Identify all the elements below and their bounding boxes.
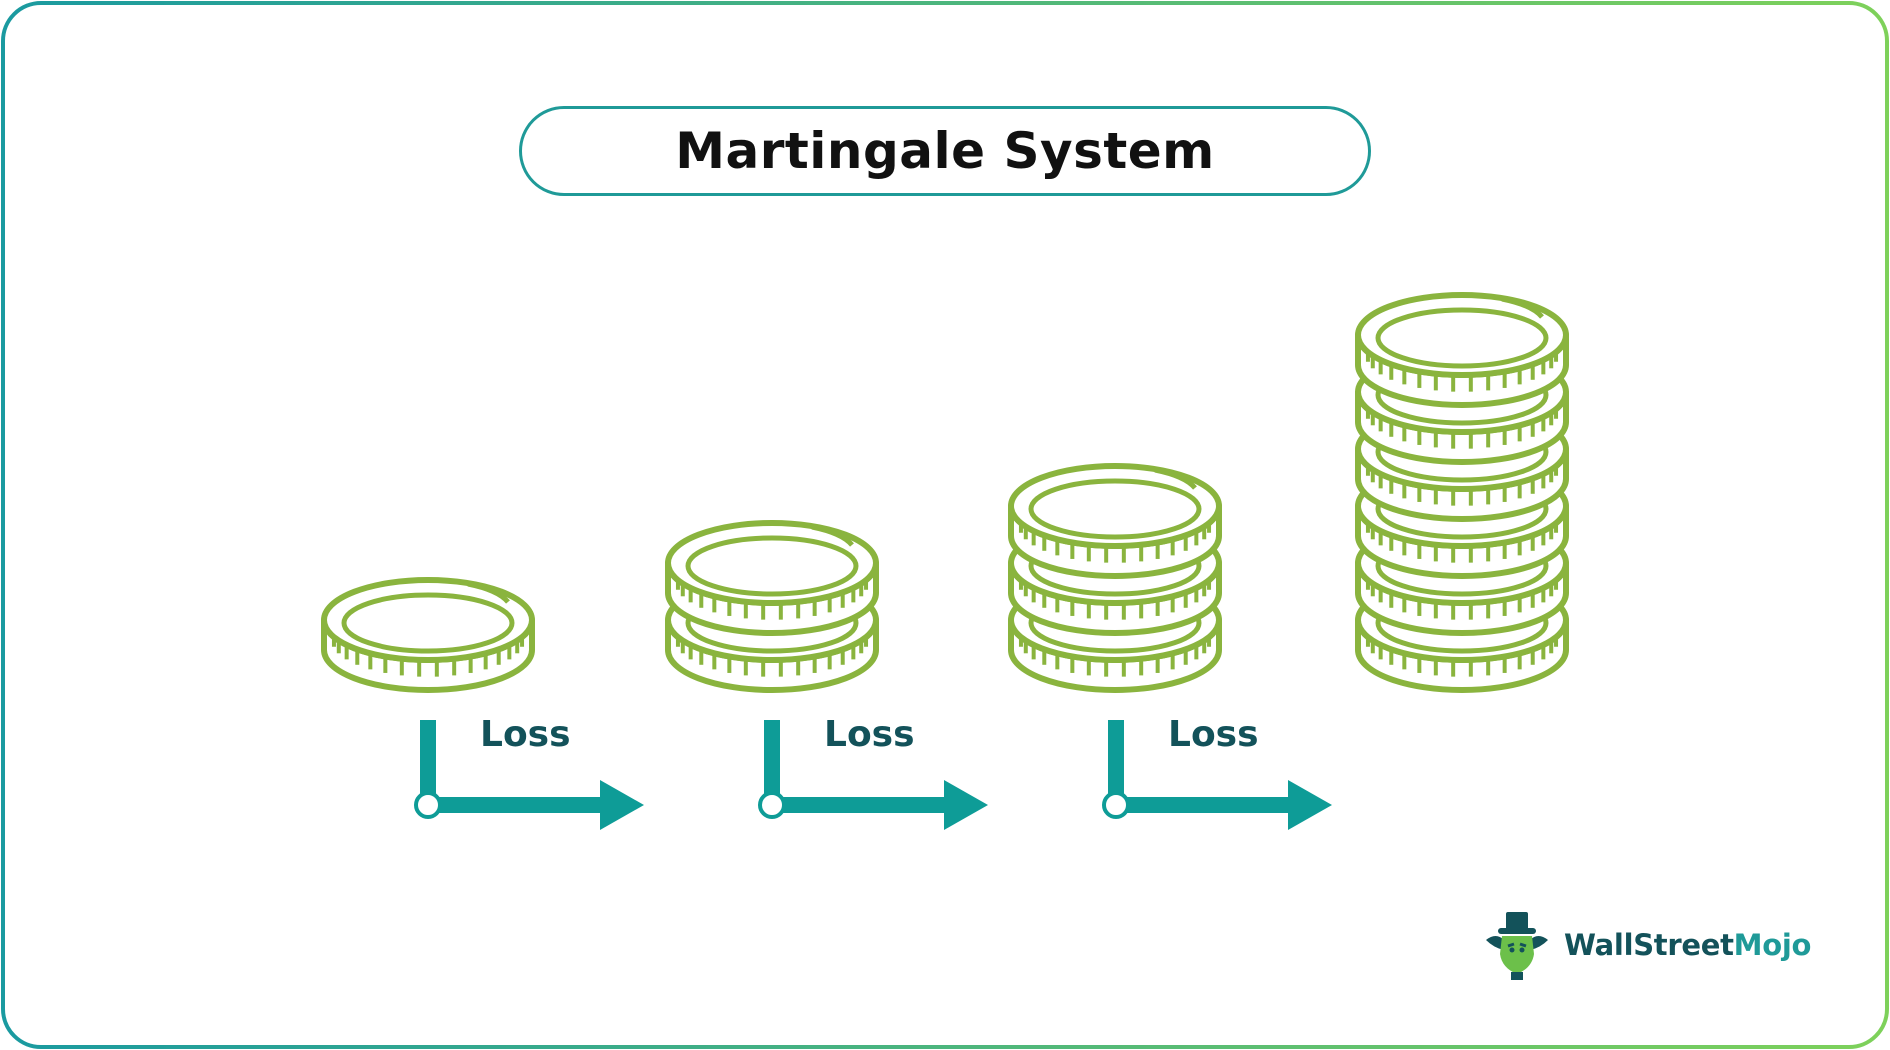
coin-3-3 [1008,463,1222,579]
page-title: Martingale System [675,122,1215,180]
loss-label-2: Loss [824,714,915,755]
loss-label-3: Loss [1168,714,1259,755]
coin-stack-3 [1008,463,1222,693]
loss-label-1: Loss [480,714,571,755]
coin-2-2 [665,520,879,636]
wallstreetmojo-logo: WallStreetMojo [1482,910,1811,980]
coin-4-6 [1355,292,1569,408]
mascot-icon [1486,912,1548,980]
coin-1-1 [321,577,535,693]
loss-arrows [414,720,1332,830]
coin-stack-1 [321,577,535,693]
logo-text-mojo: Mojo [1733,928,1812,962]
loss-arrow-1 [414,720,644,830]
coin-stack-2 [665,520,879,693]
title-banner: Martingale System [519,106,1371,196]
loss-arrow-2 [758,720,988,830]
logo-text-wallstreet: WallStreet [1564,928,1734,962]
coin-stack-4 [1355,292,1569,693]
loss-arrow-3 [1102,720,1332,830]
coin-stacks [321,292,1569,693]
